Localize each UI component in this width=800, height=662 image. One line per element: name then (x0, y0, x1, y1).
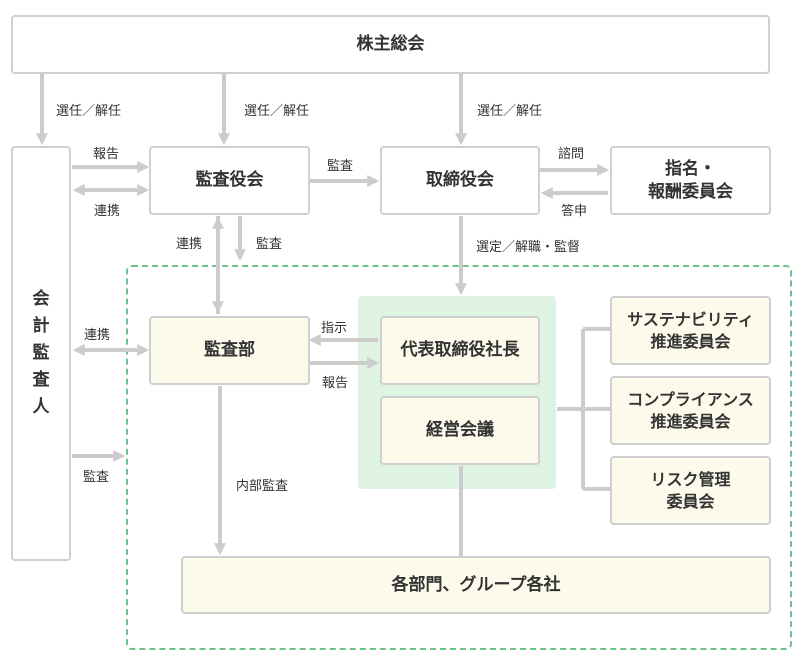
departments-label: 各部門、グループ各社 (391, 574, 561, 595)
nomination-committee-label-2: 報酬委員会 (648, 181, 733, 202)
audit-board-box: 監査役会 (149, 146, 310, 215)
risk-committee-label-2: 委員会 (666, 491, 715, 511)
accounting-auditor-char: 会 (32, 289, 50, 309)
risk-committee-box: リスク管理 委員会 (610, 456, 771, 525)
label-elect-auditor: 選任／解任 (56, 104, 122, 119)
management-meeting-box: 経営会議 (380, 396, 540, 465)
label-audit-board: 監査 (327, 159, 354, 174)
label-elect-audit-board: 選任／解任 (244, 104, 310, 119)
board-of-directors-box: 取締役会 (380, 146, 540, 215)
label-select-supervise: 選定／解職・監督 (476, 240, 581, 255)
accounting-auditor-box (11, 146, 71, 561)
sustainability-committee-label-1: サステナビリティ (627, 309, 754, 329)
management-meeting-label: 経営会議 (426, 420, 494, 441)
compliance-committee-label-1: コンプライアンス (627, 389, 754, 409)
accounting-auditor-label: 会 計 監 査 人 (11, 286, 71, 421)
accounting-auditor-char: 査 (32, 370, 50, 390)
label-coop-internal-audit: 連携 (176, 237, 203, 252)
label-coop-auditor: 連携 (84, 328, 111, 343)
internal-audit-box: 監査部 (149, 316, 310, 385)
risk-committee-label-1: リスク管理 (650, 469, 731, 489)
label-report-internal-audit: 報告 (322, 376, 349, 391)
label-elect-board: 選任／解任 (477, 104, 543, 119)
sustainability-committee-box: サステナビリティ 推進委員会 (610, 296, 771, 365)
board-of-directors-label: 取締役会 (426, 170, 494, 191)
accounting-auditor-char: 監 (32, 343, 50, 363)
nomination-committee-box: 指名・ 報酬委員会 (610, 146, 771, 215)
label-internal-audit: 内部監査 (236, 479, 289, 494)
label-report-audit-board: 報告 (93, 147, 120, 162)
shareholders-meeting-label: 株主総会 (356, 34, 425, 55)
label-answer: 答申 (561, 204, 588, 219)
accounting-auditor-char: 計 (32, 316, 50, 336)
internal-audit-label: 監査部 (204, 340, 255, 361)
compliance-committee-label-2: 推進委員会 (650, 411, 731, 431)
compliance-committee-box: コンプライアンス 推進委員会 (610, 376, 771, 445)
accounting-auditor-char: 人 (32, 397, 50, 417)
ceo-box: 代表取締役社長 (380, 316, 540, 385)
label-audit-by-audit-board: 監査 (256, 237, 283, 252)
label-instruct: 指示 (321, 321, 348, 336)
sustainability-committee-label-2: 推進委員会 (650, 331, 731, 351)
label-consult: 諮問 (558, 147, 585, 162)
nomination-committee-label-1: 指名・ (665, 158, 716, 179)
departments-box: 各部門、グループ各社 (181, 556, 771, 614)
audit-board-label: 監査役会 (195, 170, 264, 191)
label-auditor-audit: 監査 (83, 470, 110, 485)
shareholders-meeting-box: 株主総会 (11, 15, 770, 74)
ceo-label: 代表取締役社長 (400, 340, 520, 361)
label-coop-audit-board: 連携 (94, 204, 121, 219)
